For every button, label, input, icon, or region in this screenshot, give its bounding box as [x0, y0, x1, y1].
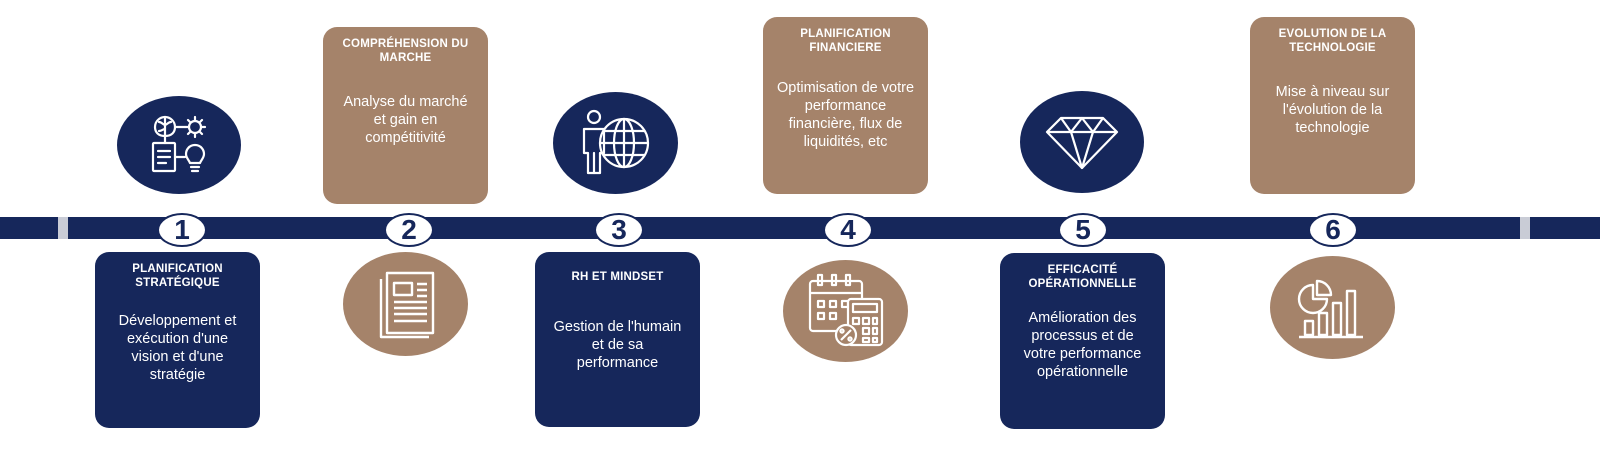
calendar-calculator-icon	[783, 260, 908, 362]
step-4-number: 4	[823, 213, 873, 247]
step-4-description: Optimisation de votre performance financ…	[777, 80, 915, 150]
step-6-title: EVOLUTION DE LA TECHNOLOGIE	[1278, 28, 1387, 54]
step-2-card: COMPRÉHENSION DU MARCHE Analyse du march…	[323, 27, 488, 204]
step-2-title: COMPRÉHENSION DU MARCHE	[342, 38, 469, 64]
step-1-title: PLANIFICATION STRATÉGIQUE	[132, 263, 223, 289]
step-3-title: RH ET MINDSET	[571, 271, 664, 283]
diamond-icon	[1020, 91, 1144, 193]
step-5-number: 5	[1058, 213, 1108, 247]
step-6-number: 6	[1308, 213, 1358, 247]
step-5-description: Amélioration des processus et de votre p…	[1023, 310, 1142, 380]
person-globe-icon	[553, 92, 678, 194]
step-6-description: Mise à niveau sur l'évolution de la tech…	[1275, 84, 1390, 136]
step-2-description: Analyse du marché et gain en compétitivi…	[343, 94, 468, 146]
step-1-card: PLANIFICATION STRATÉGIQUE Développement …	[95, 252, 260, 428]
step-3-card: RH ET MINDSET Gestion de l'humain et de …	[535, 252, 700, 427]
step-2-number: 2	[384, 213, 434, 247]
step-5-title: EFFICACITÉ OPÉRATIONNELLE	[1028, 264, 1137, 290]
strategy-brain-gear-bulb-icon	[117, 96, 241, 194]
step-4-card: PLANIFICATION FINANCIERE Optimisation de…	[763, 17, 928, 194]
pie-bar-chart-icon	[1270, 256, 1395, 359]
timeline-left-cap	[58, 217, 68, 239]
timeline-bar	[0, 217, 1600, 239]
step-3-number: 3	[594, 213, 644, 247]
step-3-description: Gestion de l'humain et de sa performance	[553, 319, 682, 371]
step-5-card: EFFICACITÉ OPÉRATIONNELLE Amélioration d…	[1000, 253, 1165, 429]
timeline-right-cap	[1520, 217, 1530, 239]
step-1-description: Développement et exécution d'une vision …	[118, 313, 237, 383]
step-6-card: EVOLUTION DE LA TECHNOLOGIE Mise à nivea…	[1250, 17, 1415, 194]
step-4-title: PLANIFICATION FINANCIERE	[800, 28, 891, 54]
newspaper-icon	[343, 252, 468, 356]
step-1-number: 1	[157, 213, 207, 247]
